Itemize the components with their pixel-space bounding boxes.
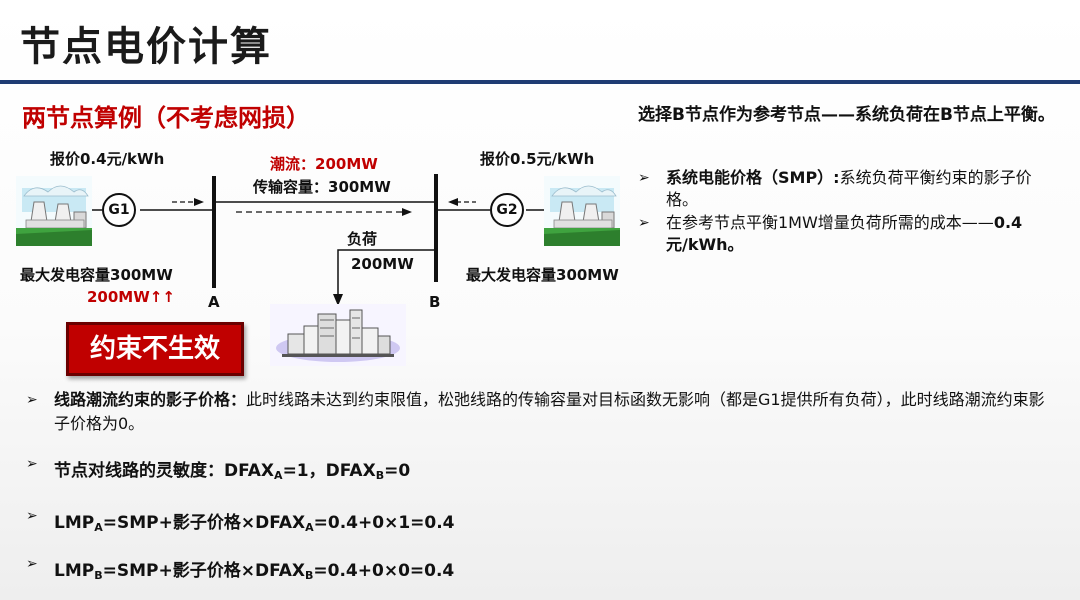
shadow-price-text: 此时线路未达到约束限值，松弛线路的传输容量对目标函数无影响（都是G1提供所有负荷… bbox=[54, 390, 1045, 433]
formula-part: LMP bbox=[54, 513, 95, 533]
lmp-a-formula: ➢ LMPA=SMP+影子价格×DFAXA=0.4+0×1=0.4 bbox=[26, 508, 455, 534]
line-capacity: 传输容量：300MW bbox=[253, 178, 391, 196]
bullet-icon: ➢ bbox=[26, 392, 38, 408]
formula-part: =SMP+影子价格×DFAX bbox=[102, 513, 306, 533]
smp-bullet: ➢ 系统电能价格（SMP）:系统负荷平衡约束的影子价格。 bbox=[638, 167, 1058, 211]
formula-part: =0 bbox=[384, 461, 411, 481]
generator-g1: G1 bbox=[102, 193, 136, 227]
page-title: 节点电价计算 bbox=[20, 24, 272, 70]
generator-g2: G2 bbox=[490, 193, 524, 227]
smp-value: 0.4元/kWh。 bbox=[666, 213, 1023, 254]
bullet-icon: ➢ bbox=[638, 215, 650, 231]
smp-definition: 系统负荷平衡约束的影子价格。 bbox=[666, 168, 1032, 209]
formula-part: 节点对线路的灵敏度：DFAX bbox=[54, 461, 275, 481]
formula-part: LMP bbox=[54, 561, 95, 581]
bullet-icon: ➢ bbox=[26, 556, 38, 572]
line-flow-value: 200MW bbox=[315, 155, 378, 173]
load-value: 200MW bbox=[351, 255, 414, 273]
g1-output: 200MW↑↑ bbox=[87, 288, 175, 306]
bus-a-label: A bbox=[208, 293, 220, 311]
bullet-icon: ➢ bbox=[26, 456, 38, 472]
bullet-icon: ➢ bbox=[638, 170, 650, 186]
g2-capacity: 最大发电容量300MW bbox=[466, 266, 619, 284]
formula-subscript: A bbox=[305, 521, 314, 534]
bus-b bbox=[434, 174, 438, 282]
formula-subscript: B bbox=[305, 569, 314, 582]
right-panel: 选择B节点作为参考节点——系统负荷在B节点上平衡。 ➢ 系统电能价格（SMP）:… bbox=[638, 104, 1058, 256]
formula-part: =0.4+0×1=0.4 bbox=[313, 513, 455, 533]
power-plant-icon bbox=[16, 176, 92, 246]
sensitivity-bullet: ➢ 节点对线路的灵敏度：DFAXA=1，DFAXB=0 bbox=[26, 456, 410, 482]
smp-term: 系统电能价格（SMP）: bbox=[666, 168, 840, 187]
formula-part: =0.4+0×0=0.4 bbox=[313, 561, 455, 581]
formula-part: =1，DFAX bbox=[282, 461, 376, 481]
g1-price: 报价0.4元/kWh bbox=[50, 150, 165, 168]
g1-capacity: 最大发电容量300MW bbox=[20, 266, 173, 284]
diagram-lines bbox=[92, 198, 544, 306]
formula-part: =SMP+影子价格×DFAX bbox=[102, 561, 305, 581]
bus-a bbox=[212, 176, 216, 288]
line-flow: 潮流：200MW bbox=[270, 153, 378, 174]
lmp-b-formula: ➢ LMPB=SMP+影子价格×DFAXB=0.4+0×0=0.4 bbox=[26, 556, 454, 582]
section-subtitle: 两节点算例（不考虑网损） bbox=[22, 104, 310, 132]
constraint-inactive-stamp: 约束不生效 bbox=[66, 322, 244, 376]
bullet-icon: ➢ bbox=[26, 508, 38, 524]
formula-subscript: A bbox=[94, 521, 103, 534]
reference-node-heading: 选择B节点作为参考节点——系统负荷在B节点上平衡。 bbox=[638, 105, 1055, 125]
smp-value-text: 在参考节点平衡1MW增量负荷所需的成本—— bbox=[666, 213, 994, 232]
formula-subscript: A bbox=[274, 469, 283, 482]
shadow-price-term: 线路潮流约束的影子价格： bbox=[54, 390, 247, 409]
smp-value-bullet: ➢ 在参考节点平衡1MW增量负荷所需的成本——0.4元/kWh。 bbox=[638, 212, 1058, 256]
title-divider bbox=[0, 80, 1080, 84]
formula-subscript: B bbox=[375, 469, 385, 482]
network-diagram: G1 G2 报价0.4元/kWh 报价0.5元/kWh 潮流：200MW 传输容… bbox=[0, 140, 640, 380]
bus-b-label: B bbox=[429, 293, 441, 311]
g2-price: 报价0.5元/kWh bbox=[480, 150, 595, 168]
power-plant-icon bbox=[544, 176, 620, 246]
load-label: 负荷 bbox=[347, 230, 378, 248]
line-flow-label: 潮流： bbox=[270, 155, 316, 173]
shadow-price-bullet: ➢ 线路潮流约束的影子价格：此时线路未达到约束限值，松弛线路的传输容量对目标函数… bbox=[26, 388, 1056, 436]
formula-subscript: B bbox=[94, 569, 103, 582]
city-buildings-icon bbox=[270, 304, 406, 366]
